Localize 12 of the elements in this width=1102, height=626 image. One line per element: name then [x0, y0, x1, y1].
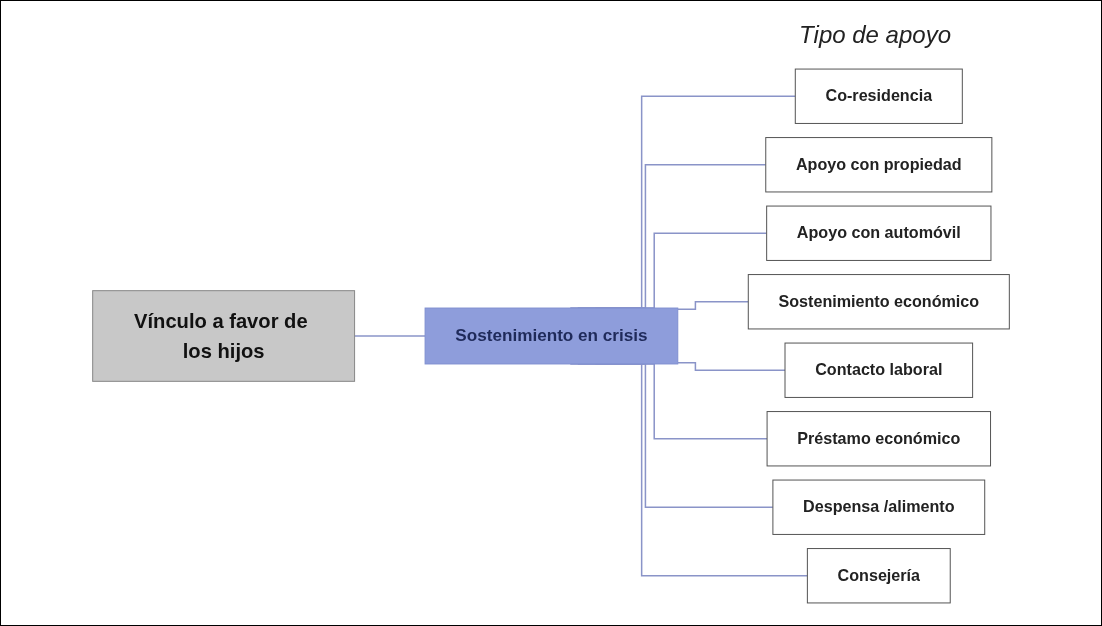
connector [677, 362, 786, 371]
column-heading: Tipo de apoyo [799, 21, 951, 49]
node-box: Sostenimiento en crisis [424, 307, 679, 365]
node-box: Sostenimiento económico [747, 274, 1010, 330]
node-box: Préstamo económico [766, 411, 992, 467]
node-box: Apoyo con automóvil [766, 205, 992, 261]
node-box: Despensa /alimento [772, 479, 986, 535]
node-box: Consejería [806, 548, 951, 604]
node-box: Vínculo a favor de los hijos [92, 290, 356, 382]
node-box: Apoyo con propiedad [765, 137, 993, 193]
node-box: Contacto laboral [784, 342, 974, 398]
node-box: Co-residencia [794, 68, 963, 124]
